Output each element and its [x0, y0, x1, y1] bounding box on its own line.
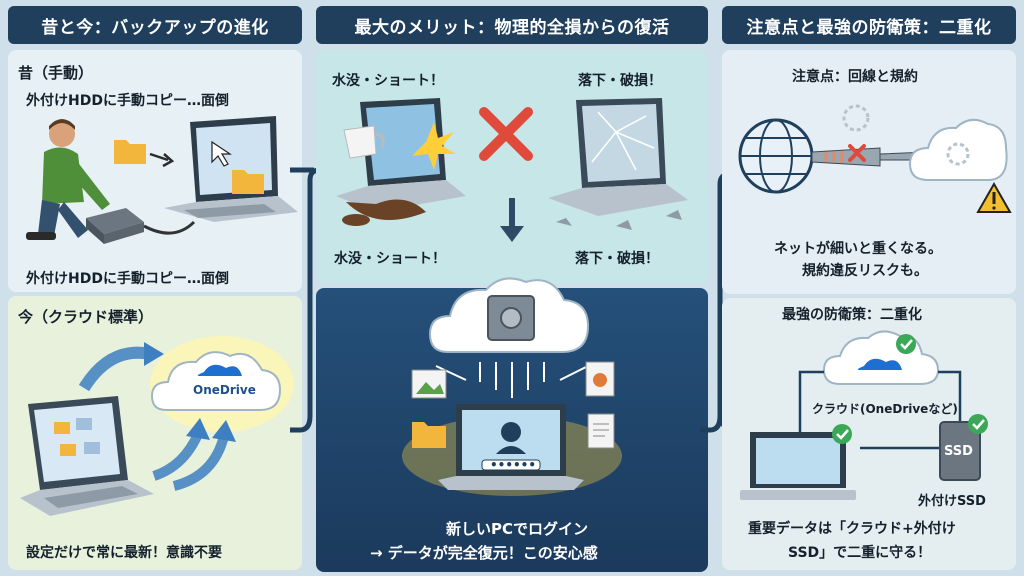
arrow-icon [144, 342, 164, 366]
right-header-text: 注意点と最強の防衛策：二重化 [746, 17, 992, 38]
arrow-icon [186, 418, 210, 440]
check-icon [832, 424, 852, 444]
document-file-icon [587, 413, 615, 449]
slow-network-illustration [738, 104, 1012, 213]
red-x-icon [479, 107, 533, 161]
folder-icon [114, 140, 146, 164]
ssd-label: 外付けSSD [918, 494, 986, 509]
arrow-icon [212, 420, 236, 442]
warning-icon [976, 181, 1012, 213]
onedrive-logo-icon [197, 364, 242, 376]
red-x-icon [848, 144, 866, 162]
old-backup-caption-bottom: 外付けHDDに手動コピー…面倒 [26, 271, 229, 287]
coffee-cup-icon [343, 125, 385, 159]
water-damage-label-bottom: 水没・ショート！ [334, 251, 446, 267]
defense-summary-line-2: SSD」で二重に守る！ [788, 545, 932, 561]
onedrive-logo-icon [857, 358, 902, 370]
laptop-icon [750, 432, 846, 488]
check-icon [968, 414, 988, 434]
left-column-header: 昔と今：バックアップの進化 [8, 6, 302, 44]
defense-title: 最強の防衛策：二重化 [782, 307, 922, 323]
broken-laptop-icon [548, 98, 688, 230]
onedrive-label: OneDrive [193, 383, 256, 397]
external-ssd-icon [939, 421, 981, 481]
disaster-illustration [336, 98, 688, 242]
caution-line-2: 規約違反リスクも。 [802, 263, 928, 279]
laptop-icon [20, 396, 154, 516]
old-backup-title: 昔（手動） [18, 64, 94, 82]
down-arrow-icon [500, 226, 524, 242]
restore-line-1: 新しいPCでログイン [446, 520, 589, 538]
external-hdd-icon [86, 208, 144, 244]
middle-header-text: 最大のメリット：物理的全損からの復活 [354, 17, 670, 38]
person-icon [26, 119, 110, 240]
cloud-icon [150, 351, 282, 411]
cloud-icon [908, 118, 1008, 181]
restore-illustration [402, 277, 622, 496]
ssd-icon-text: SSD [944, 444, 973, 459]
defense-summary-line-1: 重要データは「クラウド+外付け [748, 521, 956, 537]
old-backup-caption-top: 外付けHDDに手動コピー…面倒 [26, 93, 229, 109]
drop-damage-label-bottom: 落下・破損！ [575, 251, 659, 267]
globe-icon [738, 118, 814, 194]
manual-copy-illustration [26, 116, 298, 244]
folder-icon [232, 170, 264, 194]
cursor-icon [211, 140, 232, 167]
right-column-header: 注意点と最強の防衛策：二重化 [722, 6, 1016, 44]
check-icon [896, 334, 916, 354]
restore-line-2: → データが完全復元！この安心感 [370, 544, 598, 562]
login-password-dots: •••••• [490, 458, 537, 472]
new-backup-title: 今（クラウド標準） [18, 308, 154, 326]
wet-laptop-icon [336, 98, 466, 226]
loading-spinner-icon [842, 104, 870, 132]
image-file-icon [411, 369, 447, 399]
laptop-base [740, 490, 856, 500]
water-damage-label-top: 水没・ショート！ [332, 73, 444, 89]
loading-spinner-icon [946, 142, 970, 166]
caution-title: 注意点：回線と規約 [792, 69, 918, 85]
caution-line-1: ネットが細いと重くなる。 [774, 241, 942, 257]
dual-backup-illustration [750, 330, 988, 488]
cloud-icon [822, 330, 940, 385]
user-avatar-icon [501, 422, 521, 442]
safe-icon [487, 295, 535, 341]
new-backup-caption: 設定だけで常に最新！意識不要 [26, 545, 222, 561]
drop-damage-label-top: 落下・破損！ [578, 73, 662, 89]
spark-icon [412, 122, 456, 170]
folder-icon [412, 422, 446, 448]
cloud-label: クラウド(OneDriveなど) [812, 402, 958, 416]
laptop-icon [438, 404, 584, 490]
pdf-file-icon [585, 361, 615, 397]
left-header-text: 昔と今：バックアップの進化 [41, 17, 269, 38]
cloud-sync-illustration [20, 336, 294, 516]
laptop-icon [164, 116, 298, 222]
middle-column-header: 最大のメリット：物理的全損からの復活 [316, 6, 708, 44]
